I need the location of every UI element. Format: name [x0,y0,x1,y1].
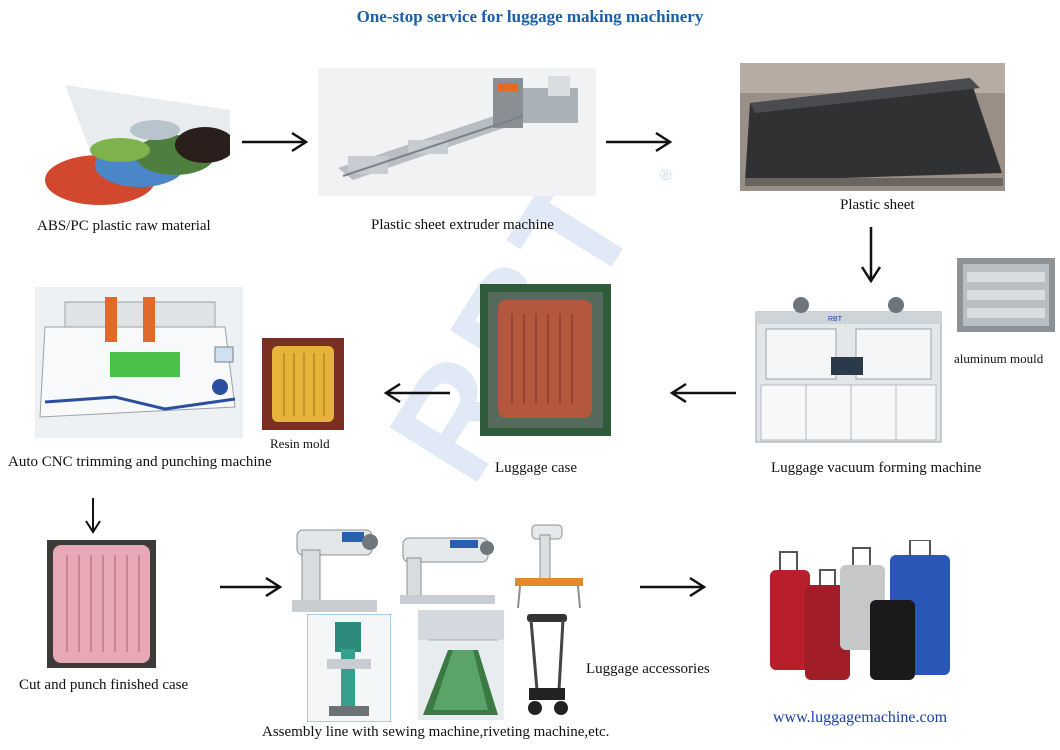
extruder-label: Plastic sheet extruder machine [371,217,554,233]
aluminum-mould-image [957,258,1055,332]
assembly-line-label: Assembly line with sewing machine,riveti… [262,724,610,740]
website-link[interactable]: www.luggagemachine.com [773,709,948,726]
sewing-machine-1-image [282,520,387,617]
extruder-machine-image [318,68,596,196]
finished-case-label: Cut and punch finished case [19,677,189,693]
accessories-label: Luggage accessories [586,661,710,677]
arrow-right-icon [640,576,707,598]
svg-text:®: ® [660,167,672,184]
raw-material-label: ABS/PC plastic raw material [37,218,211,234]
post-sewing-machine-image [510,520,588,610]
svg-text:RBT: RBT [828,316,843,323]
arrow-down-icon [85,498,101,534]
arrow-down-icon [860,227,882,284]
finished-case-image [47,540,156,668]
resin-mold-label: Resin mold [270,436,330,451]
vacuum-machine-label: Luggage vacuum forming machine [771,460,982,476]
cnc-machine-image [35,287,243,438]
resin-mold-image [262,338,344,430]
finished-luggage-image [765,540,960,685]
cnc-machine-label: Auto CNC trimming and punching machine [8,454,272,470]
arrow-left-icon [669,382,736,404]
arrow-right-icon [242,131,309,153]
diagram-title: One-stop service for luggage making mach… [356,7,704,26]
aluminum-mould-label: aluminum mould [954,351,1044,366]
arrow-left-icon [383,382,450,404]
riveting-machine-image [307,614,391,722]
raw-material-image [45,70,230,205]
luggage-case-image [480,284,611,436]
arrow-right-icon [606,131,673,153]
plastic-sheet-label: Plastic sheet [840,197,915,213]
vacuum-forming-machine-image: RBT [746,287,951,450]
luggage-case-label: Luggage case [495,460,578,476]
luggage-accessories-image [515,610,580,722]
arrow-right-icon [220,576,283,598]
assembly-line-image [418,610,504,720]
plastic-sheet-image [740,63,1005,191]
sewing-machine-2-image [395,530,500,608]
